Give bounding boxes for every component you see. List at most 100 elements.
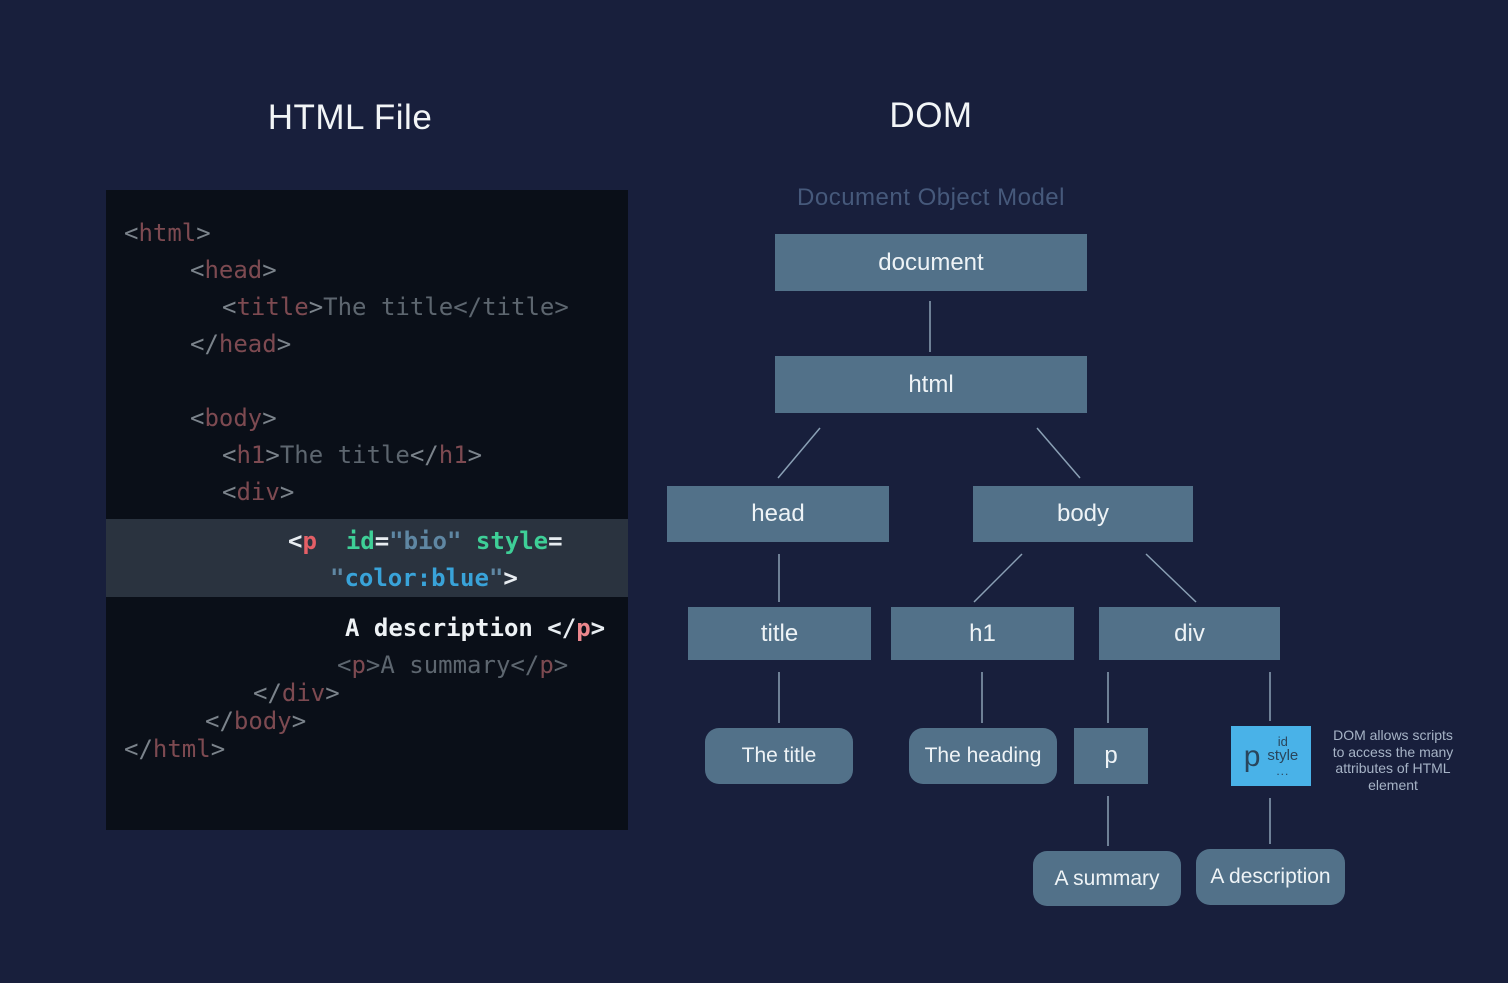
code-line: <head> <box>190 255 277 285</box>
code-line: <h1>The title</h1> <box>222 440 482 470</box>
html-file-heading: HTML File <box>267 98 433 137</box>
code-token: A summary <box>380 651 511 679</box>
attr-node-tag: p <box>1243 740 1261 773</box>
code-token: head <box>218 330 277 358</box>
code-token: < <box>288 527 303 555</box>
code-token: </ <box>409 441 439 469</box>
attr-name: id <box>1277 733 1288 749</box>
code-token <box>461 527 475 555</box>
dom-node-div: div <box>1099 607 1280 660</box>
code-line: <div> <box>222 477 294 507</box>
code-token: > <box>262 256 277 284</box>
dom-node-a-description: A description <box>1196 849 1345 905</box>
code-token: > <box>262 404 277 432</box>
code-token: > <box>276 330 292 358</box>
tree-connector-line <box>1036 427 1081 479</box>
code-token: html <box>152 735 211 763</box>
code-token: > <box>210 735 226 763</box>
code-token: = <box>374 527 390 555</box>
code-token: < <box>222 441 237 469</box>
code-line: </div> <box>253 678 340 708</box>
code-token: > <box>553 651 569 679</box>
code-token: body <box>204 404 263 432</box>
code-token: h1 <box>438 441 468 469</box>
code-token: </ <box>510 651 540 679</box>
annotation-line: element <box>1368 776 1418 793</box>
code-token: style <box>475 527 549 555</box>
code-token: " <box>330 564 345 592</box>
code-token: p <box>576 614 591 642</box>
code-token: "bio" <box>389 527 462 555</box>
code-token: > <box>279 478 295 506</box>
code-line: </head> <box>190 329 291 359</box>
dom-node-the-title: The title <box>705 728 853 784</box>
code-line: <p>A summary</p> <box>337 650 568 680</box>
tree-connector-line <box>973 553 1023 603</box>
code-token: p <box>351 651 366 679</box>
code-token: </ <box>253 679 282 707</box>
code-token: < <box>222 478 237 506</box>
code-line: </html> <box>124 734 225 764</box>
code-token: > <box>291 707 307 735</box>
code-token: p <box>539 651 554 679</box>
dom-subtitle: Document Object Model <box>797 184 1065 211</box>
code-token: = <box>548 527 563 555</box>
dom-node-p: p <box>1074 728 1148 784</box>
annotation-line: attributes of HTML <box>1335 760 1451 776</box>
annotation-line: DOM allows scripts <box>1333 727 1453 743</box>
code-token: </ <box>205 707 234 735</box>
code-token: > <box>365 651 381 679</box>
dom-node-title: title <box>688 607 871 660</box>
code-token: > <box>196 219 211 247</box>
code-token: html <box>138 219 197 247</box>
code-token <box>317 527 346 555</box>
code-line: A description </p> <box>345 613 605 643</box>
code-token: p <box>302 527 317 555</box>
annotation-line: to access the many <box>1332 743 1454 760</box>
dom-node-head: head <box>667 486 889 542</box>
code-token: > <box>590 614 606 642</box>
tree-connector-line <box>1145 553 1197 603</box>
code-token: head <box>204 256 263 284</box>
code-token: h1 <box>236 441 266 469</box>
code-token: color:blue <box>344 564 489 592</box>
code-token: </ <box>547 614 577 642</box>
code-token: < <box>337 651 352 679</box>
code-token: body <box>233 707 292 735</box>
code-token: </ <box>190 330 219 358</box>
code-line: <title>The title</title> <box>222 292 569 322</box>
dom-node-body: body <box>973 486 1193 542</box>
code-highlight-band <box>106 519 628 597</box>
dom-node-html: html <box>775 356 1087 413</box>
code-token: > <box>503 564 518 592</box>
code-token: < <box>222 293 237 321</box>
code-token: </title> <box>453 293 569 321</box>
dom-node-document: document <box>775 234 1087 291</box>
code-token: < <box>190 256 205 284</box>
code-token: A description <box>345 614 548 642</box>
dom-heading: DOM <box>889 96 973 135</box>
code-token: > <box>467 441 483 469</box>
code-line: <p id="bio" style= <box>288 526 563 556</box>
code-token: " <box>488 564 504 592</box>
attr-name: style <box>1267 747 1299 765</box>
code-token: id <box>345 527 375 555</box>
attr-ellipsis: ... <box>1276 763 1290 778</box>
code-token: The title <box>279 441 410 469</box>
tree-connector-line <box>777 427 821 479</box>
code-token: div <box>236 478 280 506</box>
code-token: </ <box>124 735 153 763</box>
code-line: <html> <box>124 218 211 248</box>
code-line: "color:blue"> <box>330 563 518 593</box>
dom-node-the-heading: The heading <box>909 728 1057 784</box>
code-line: </body> <box>205 706 306 736</box>
code-token: > <box>308 293 324 321</box>
code-token: div <box>281 679 326 707</box>
code-token: The title <box>323 293 454 321</box>
code-line: <body> <box>190 403 277 433</box>
code-token: title <box>236 293 309 321</box>
